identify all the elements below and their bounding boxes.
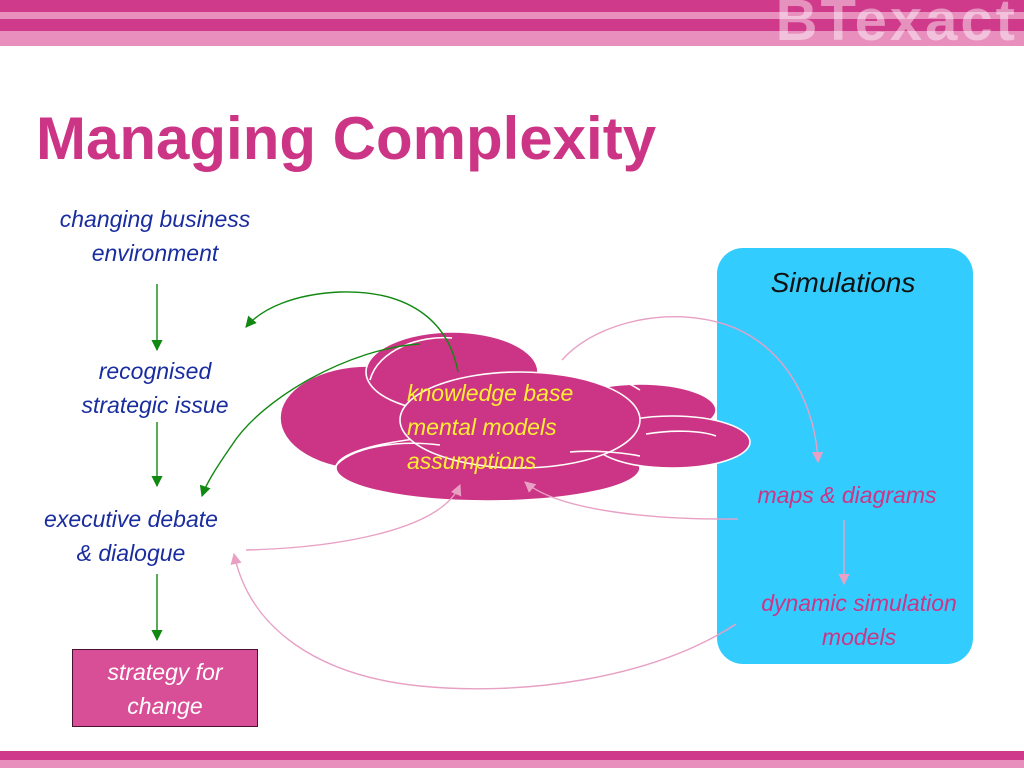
cloud-line: assumptions: [407, 448, 537, 474]
brand-logo: BTexact: [775, 0, 1018, 53]
label-line: recognised: [98, 358, 212, 384]
cloud-to-maps-arrow: [561, 316, 824, 464]
cloud-line: mental models: [407, 414, 557, 440]
simulations-heading: Simulations: [730, 264, 956, 302]
recognised-strategic-issue-label: recognised strategic issue: [34, 354, 276, 422]
top-stripe: [0, 12, 1024, 19]
simulations-panel: [717, 248, 973, 664]
label-line: & dialogue: [76, 540, 186, 566]
dynamic-simulation-models-label: dynamic simulation models: [730, 586, 988, 654]
knowledge-cloud: [279, 331, 751, 502]
executive-debate-label: executive debate & dialogue: [8, 502, 254, 570]
cloud-line: knowledge base: [407, 380, 574, 406]
label-line: executive debate: [44, 506, 218, 532]
label-line: strategic issue: [81, 392, 229, 418]
label-line: environment: [91, 240, 219, 266]
slide-title: Managing Complexity: [36, 105, 657, 172]
strategy-for-change-box: strategy for change: [72, 649, 258, 727]
label-line: changing business: [59, 206, 251, 232]
bottom-stripe: [0, 760, 1024, 768]
cloud-to-issue-arrow: [245, 291, 459, 373]
knowledge-cloud-text: knowledge base mental models assumptions: [407, 376, 573, 478]
maps-to-cloud-arrow: [524, 481, 739, 520]
heading-text: Simulations: [770, 267, 916, 298]
label-line: strategy for: [107, 659, 223, 685]
bottom-stripe: [0, 751, 1024, 760]
debate-to-cloud-arrow: [245, 483, 462, 551]
label-line: dynamic simulation: [761, 590, 957, 616]
dynamic-to-debate-arrow: [230, 552, 737, 690]
top-stripe: [0, 31, 1024, 46]
label-line: maps & diagrams: [757, 482, 937, 508]
maps-diagrams-label: maps & diagrams: [722, 478, 972, 512]
label-line: change: [127, 693, 203, 719]
top-stripe: [0, 0, 1024, 12]
label-line: models: [821, 624, 897, 650]
top-stripe: [0, 19, 1024, 31]
changing-business-environment-label: changing business environment: [24, 202, 286, 270]
cloud-to-debate-arrow: [199, 343, 421, 498]
